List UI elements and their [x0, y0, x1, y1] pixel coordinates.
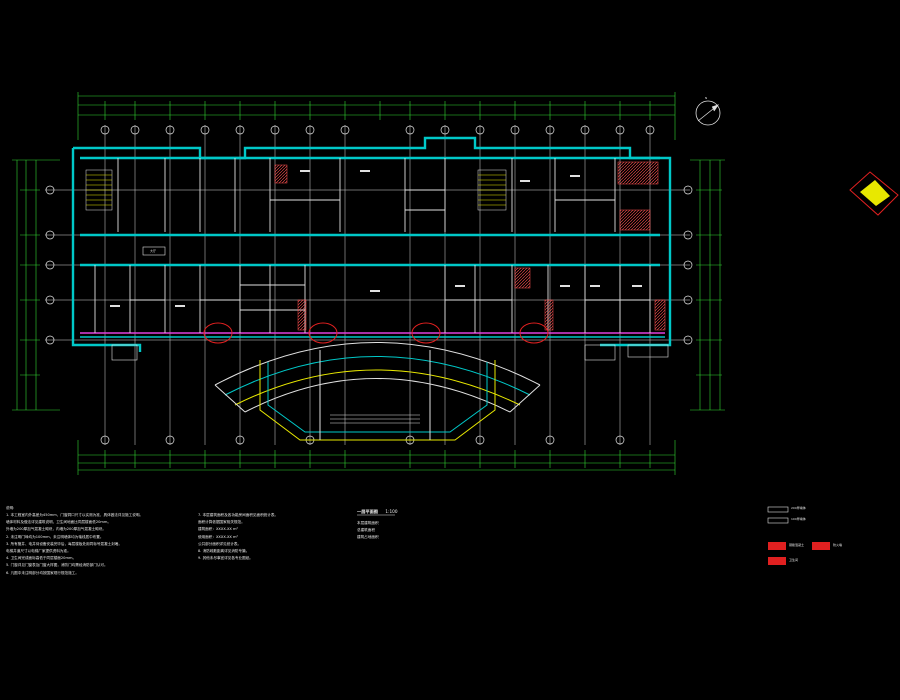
stairs-left	[85, 169, 113, 211]
legend-item-2: 100厚墙体	[791, 517, 806, 521]
compass-icon	[695, 100, 721, 126]
side-porches	[111, 344, 669, 361]
compass-label: N	[705, 96, 708, 100]
note-left-line: 电梯井道尺寸以电梯厂家提供资料为准。	[6, 549, 71, 554]
note-left-line: 4. 卫生间完成面标高低于同层楼面20mm。	[6, 556, 77, 561]
notes-stats-block: 本层建筑面积总建筑面积建筑占地面积	[357, 520, 379, 542]
interior-partitions	[94, 158, 651, 333]
hatched-areas	[274, 161, 666, 331]
bottom-dimension-ticks	[104, 450, 651, 468]
note-left-line: 2. 未注明门垛均为100mm，未注明墙体均为轴线居中布置。	[6, 534, 104, 539]
note-mid-line: 使用面积：XXXX.XX m²	[198, 534, 238, 539]
drawing-title: 一层平面图 1:100	[357, 509, 398, 515]
note-mid-line: 面积计算依据国家相关规范。	[198, 520, 245, 525]
notes-mid-block: 7. 本层建筑面积及各功能房间面积见面积统计表。 面积计算依据国家相关规范。 建…	[198, 512, 278, 562]
stairs-right	[477, 169, 507, 211]
note-stat-line: 建筑占地面积	[357, 535, 379, 540]
note-left-line: 5. 门窗详见门窗表及门窗大样图，消防门均需经消防部门认可。	[6, 563, 108, 568]
legend-item-3: 钢筋混凝土	[789, 543, 805, 547]
top-dimension-lines	[77, 92, 676, 140]
note-left-line: 1. 本工程室内外高差为450mm，门窗洞口尺寸以实测为准，具体做法详见施工说明…	[6, 513, 144, 517]
bottom-dimension-lines	[77, 440, 676, 475]
side-dimension-ticks	[20, 189, 722, 376]
room-marks	[110, 170, 642, 307]
notes-left-block: 1. 本工程室内外高差为450mm，门窗洞口尺寸以实测为准，具体做法详见施工说明…	[6, 512, 143, 577]
legend-item-4: 防火墙	[833, 543, 843, 547]
note-left-line: 墙体材料及做法详见建筑说明，卫生间地面比同层楼面低20mm。	[6, 520, 112, 525]
note-stat-line: 本层建筑面积	[357, 521, 379, 525]
note-left-line: 6. 凡图中未注明部分均按国家现行规范施工。	[6, 570, 79, 575]
entrance-canopy	[214, 342, 541, 441]
note-mid-line: 公共部分面积详见统计表。	[198, 541, 242, 546]
top-dimension-ticks	[104, 101, 651, 120]
entrance-steps	[330, 414, 420, 424]
note-mid-line: 7. 本层建筑面积及各功能房间面积见面积统计表。	[198, 513, 279, 517]
note-mid-line: 建筑面积：XXXX.XX m²	[198, 527, 238, 532]
drawing-title-text: 一层平面图	[357, 509, 378, 514]
exterior-walls	[71, 136, 672, 352]
notes-heading: 说明:	[6, 506, 15, 510]
note-left-line: 外墙为200厚加气混凝土砌块，内墙为200厚加气混凝土砌块。	[6, 527, 106, 532]
legend-item-5: 卫生间	[789, 558, 799, 562]
key-plan	[849, 171, 899, 216]
axis-bubbles	[45, 125, 693, 445]
note-stat-line: 总建筑面积	[357, 528, 375, 533]
legend-item-1: 200厚墙体	[791, 506, 806, 510]
legend-swatches	[767, 506, 830, 565]
red-markers	[203, 322, 549, 344]
note-mid-line: 8. 消防疏散距离详见消防专篇。	[198, 549, 250, 554]
note-left-line: 3. 所有管井、电井待设备安装完毕后，每层楼板处用同标号混凝土封堵。	[6, 541, 122, 546]
side-dimension-lines	[12, 159, 725, 411]
drawing-scale: 1:100	[385, 509, 398, 514]
room-label: 大厅	[150, 249, 157, 253]
note-mid-line: 9. 其他未尽事宜详见各专业图纸。	[198, 556, 253, 561]
